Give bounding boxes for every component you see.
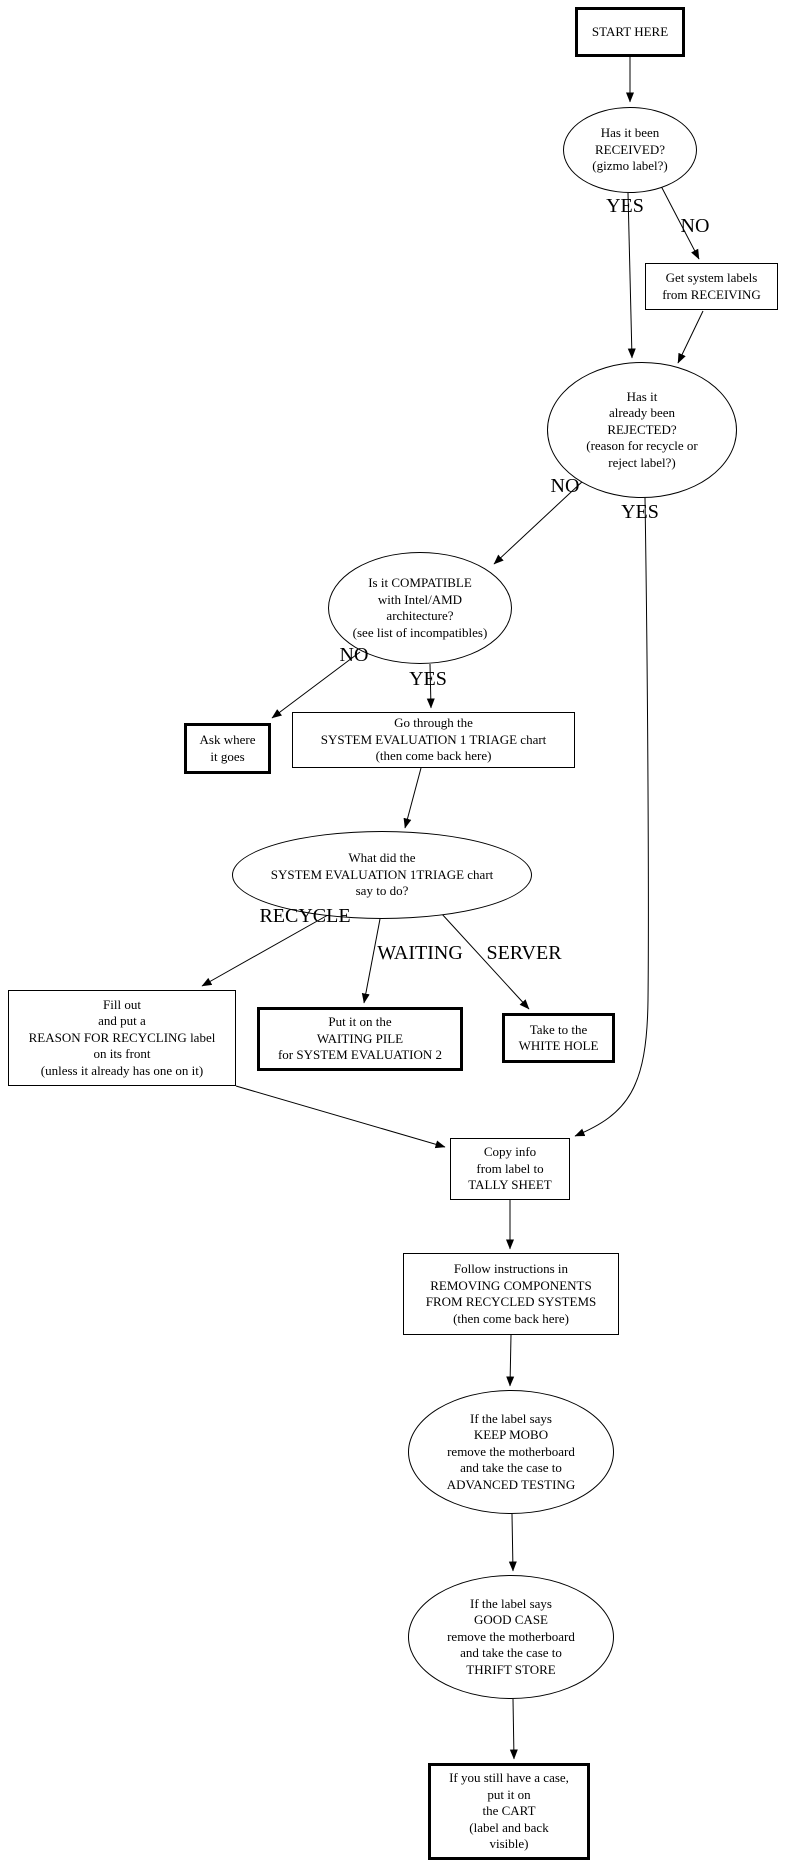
edge-received-yes-to-rejected	[627, 192, 636, 359]
node-already-rejected: Has it already been REJECTED? (reason fo…	[547, 362, 737, 498]
edge-label-waiting: WAITING	[377, 942, 463, 964]
node-what-did-label: What did the SYSTEM EVALUATION 1TRIAGE c…	[270, 850, 494, 899]
edge-rejected-yes-to-copy-info	[574, 497, 649, 1137]
node-has-it-been-received: Has it been RECEIVED? (gizmo label?)	[563, 107, 697, 193]
node-white-hole-label: Take to the WHITE HOLE	[518, 1021, 599, 1054]
edge-received-no-to-get-labels	[660, 185, 700, 260]
edge-label-server: SERVER	[486, 942, 562, 964]
node-copy-info-tally-sheet: Copy info from label to TALLY SHEET	[450, 1138, 570, 1200]
node-fill-out-label: Fill out and put a REASON FOR RECYCLING …	[28, 996, 216, 1078]
node-follow-instructions: Follow instructions in REMOVING COMPONEN…	[403, 1253, 619, 1335]
node-white-hole: Take to the WHITE HOLE	[502, 1013, 615, 1063]
edge-what-did-waiting-to-waiting-pile	[361, 918, 381, 1004]
node-keep-mobo: If the label says KEEP MOBO remove the m…	[408, 1390, 614, 1514]
node-what-did-triage-say: What did the SYSTEM EVALUATION 1TRIAGE c…	[232, 831, 532, 919]
node-fill-out-recycling-label: Fill out and put a REASON FOR RECYCLING …	[8, 990, 236, 1086]
edge-label-recycle: RECYCLE	[259, 905, 351, 927]
edge-go-through-to-what-did	[403, 767, 422, 829]
node-good-case-label: If the label says GOOD CASE remove the m…	[447, 1595, 575, 1677]
node-ask-where-label: Ask where it goes	[199, 732, 256, 764]
edge-label-rejected-yes: YES	[621, 501, 659, 523]
node-cart-label: If you still have a case, put it on the …	[449, 1770, 569, 1852]
node-cart: If you still have a case, put it on the …	[428, 1763, 590, 1860]
edge-good-case-to-cart	[509, 1698, 518, 1760]
node-waiting-pile-label: Put it on the WAITING PILE for SYSTEM EV…	[277, 1014, 443, 1063]
node-get-system-labels: Get system labels from RECEIVING	[645, 263, 778, 310]
edge-fill-out-to-copy-info	[235, 1085, 446, 1149]
node-go-through-label: Go through the SYSTEM EVALUATION 1 TRIAG…	[320, 715, 547, 764]
edge-label-received-no: NO	[680, 215, 710, 237]
node-follow-instructions-label: Follow instructions in REMOVING COMPONEN…	[425, 1261, 597, 1326]
node-good-case: If the label says GOOD CASE remove the m…	[408, 1575, 614, 1699]
node-start-here: START HERE	[575, 7, 685, 57]
edge-label-compatible-yes: YES	[409, 668, 447, 690]
node-copy-info-label: Copy info from label to TALLY SHEET	[468, 1144, 552, 1193]
edge-compatible-no-to-ask-where	[271, 651, 361, 719]
node-waiting-pile: Put it on the WAITING PILE for SYSTEM EV…	[257, 1007, 463, 1071]
edge-label-rejected-no: NO	[550, 475, 580, 497]
node-compatible-label: Is it COMPATIBLE with Intel/AMD architec…	[352, 575, 488, 640]
node-rejected-label: Has it already been REJECTED? (reason fo…	[586, 388, 698, 470]
edge-what-did-server-to-white-hole	[440, 912, 530, 1010]
node-is-it-compatible: Is it COMPATIBLE with Intel/AMD architec…	[328, 552, 512, 664]
node-go-through-triage: Go through the SYSTEM EVALUATION 1 TRIAG…	[292, 712, 575, 768]
edge-keep-mobo-to-good-case	[508, 1513, 517, 1572]
node-start-here-label: START HERE	[591, 23, 669, 39]
node-ask-where-it-goes: Ask where it goes	[184, 723, 271, 774]
edge-label-received-yes: YES	[606, 195, 644, 217]
edge-follow-to-keep-mobo	[506, 1334, 515, 1387]
node-received-label: Has it been RECEIVED? (gizmo label?)	[592, 125, 668, 174]
node-get-labels-label: Get system labels from RECEIVING	[662, 270, 761, 302]
edge-label-compatible-no: NO	[339, 644, 369, 666]
edge-what-did-recycle-to-fill-out	[201, 910, 336, 987]
node-keep-mobo-label: If the label says KEEP MOBO remove the m…	[446, 1410, 576, 1492]
edge-compatible-yes-to-go-through	[426, 663, 435, 709]
edge-get-labels-to-rejected	[677, 310, 704, 364]
edge-rejected-no-to-compatible	[493, 479, 585, 565]
